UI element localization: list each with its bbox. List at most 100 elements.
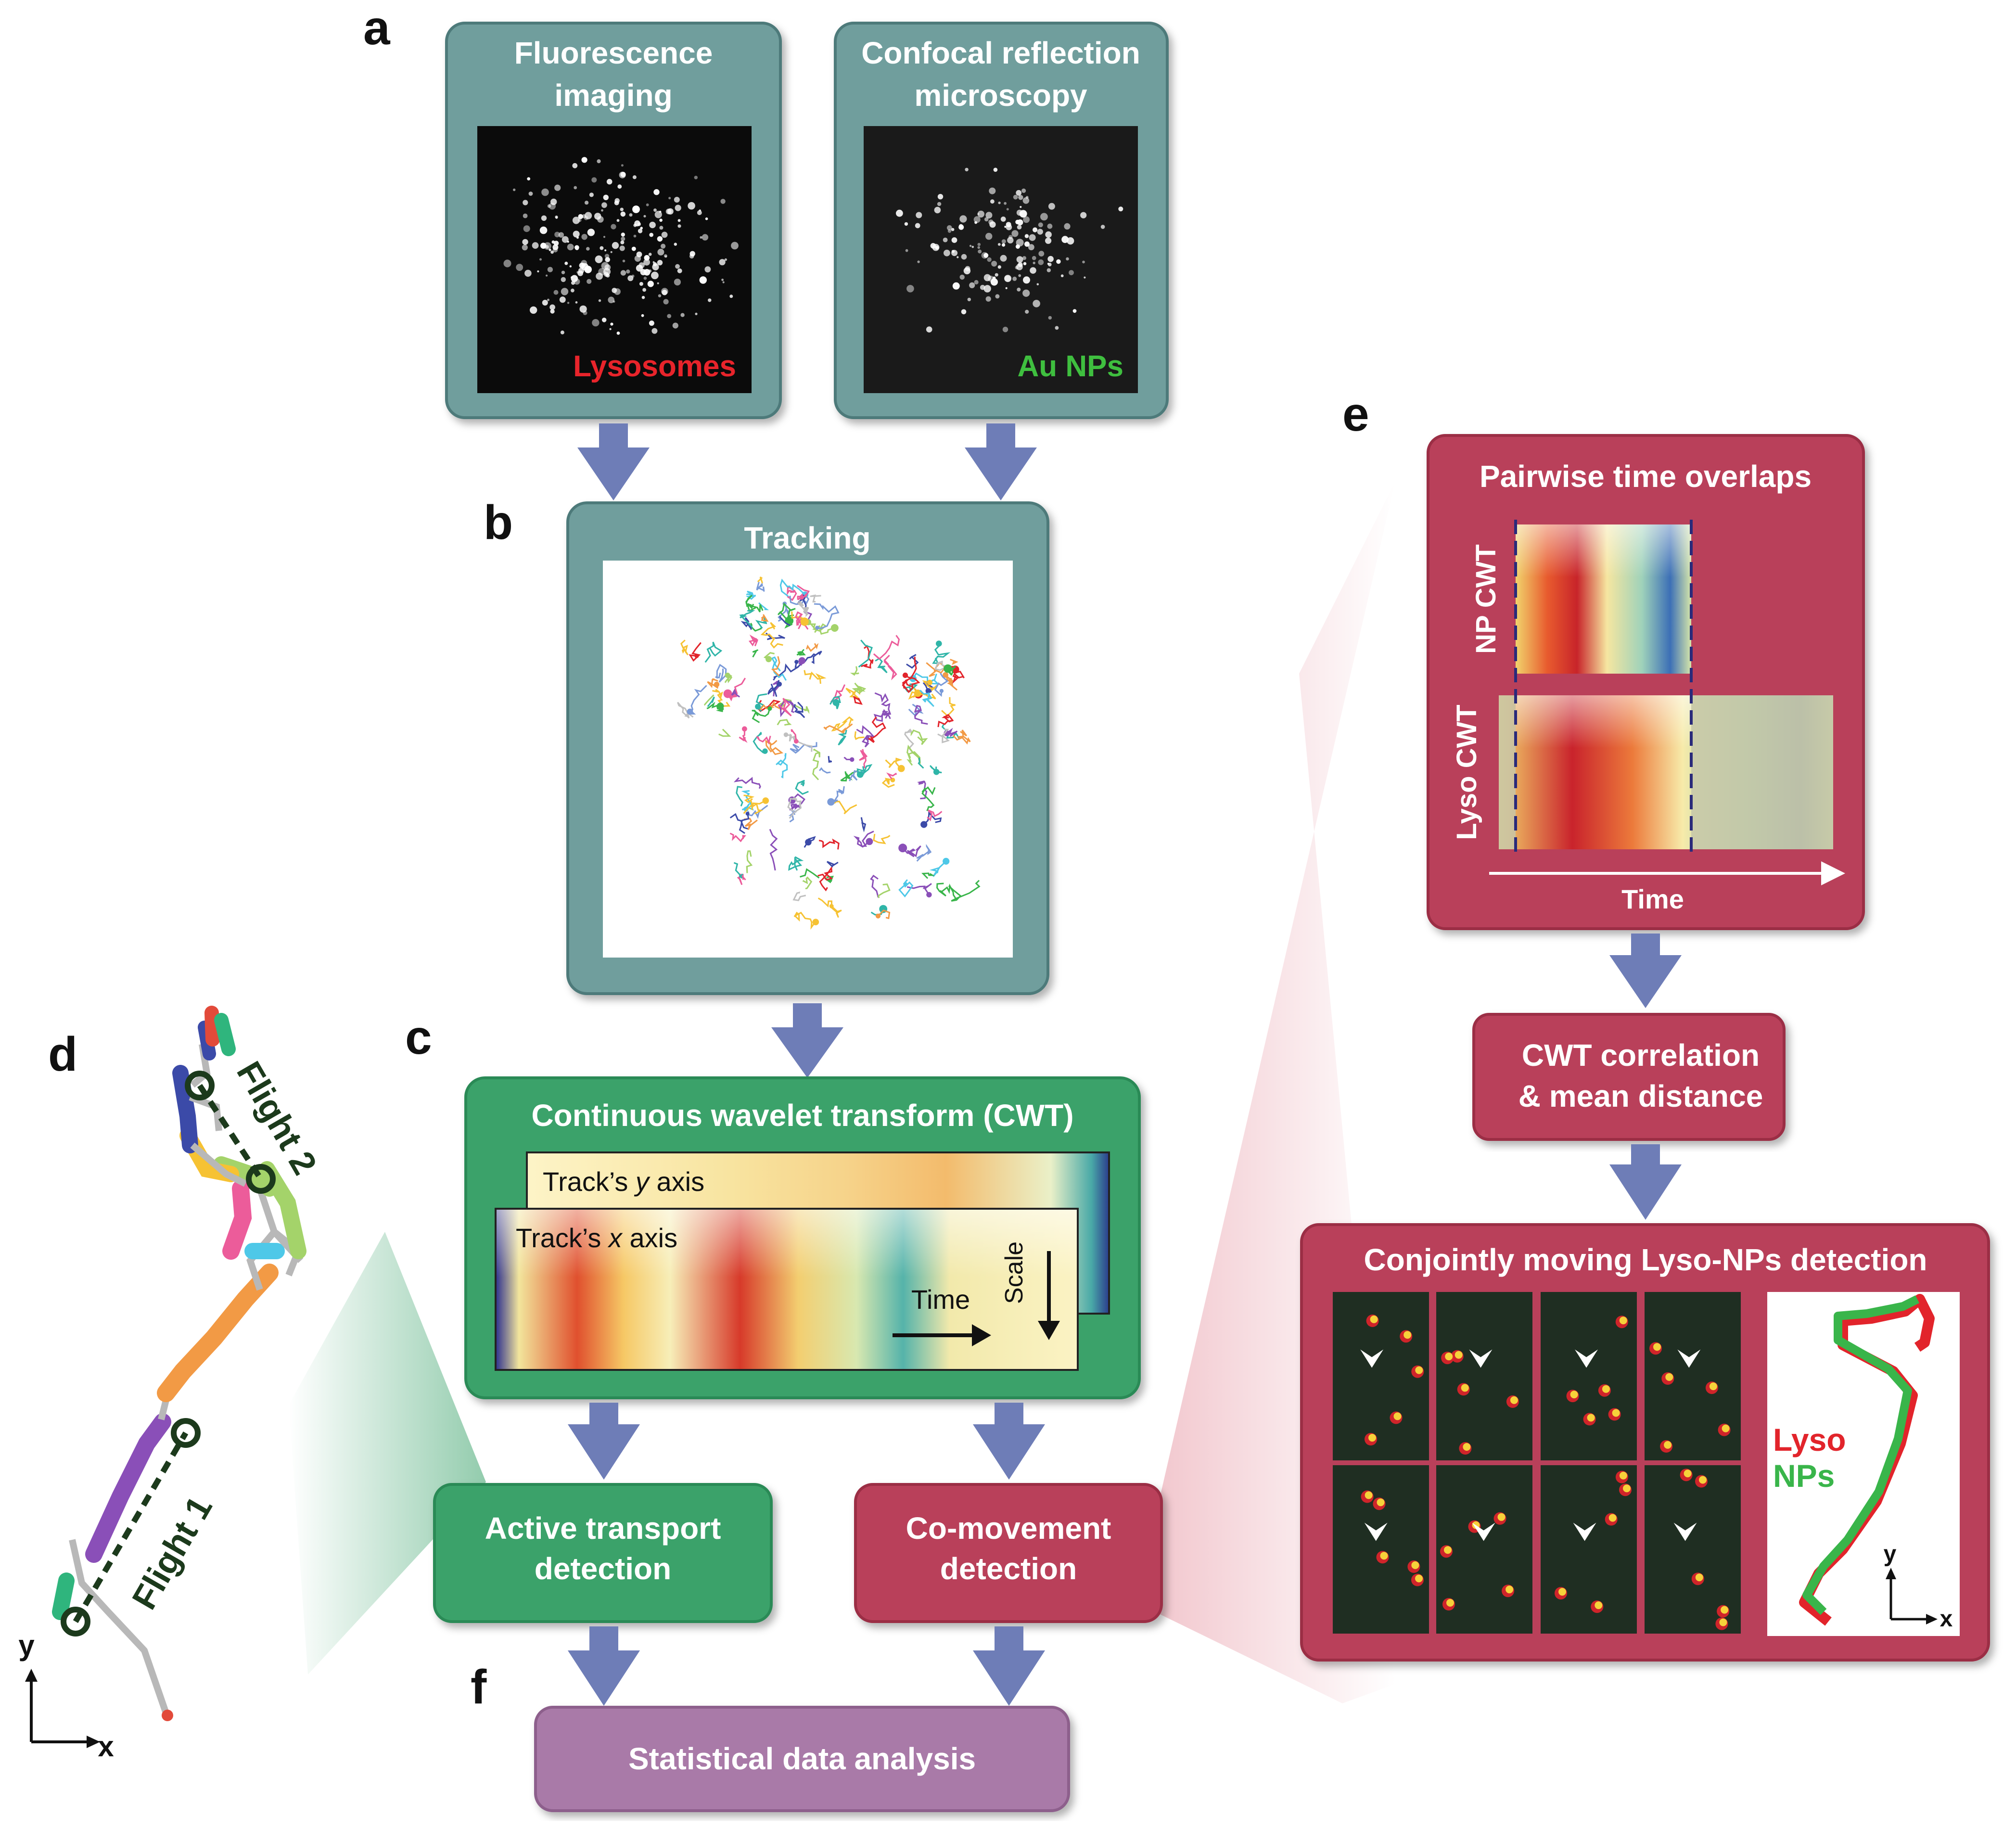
speckle <box>649 221 656 229</box>
track-line <box>883 654 897 680</box>
track-line <box>776 753 788 779</box>
speckle <box>983 285 991 293</box>
speckle <box>503 259 511 268</box>
speckle <box>985 212 993 219</box>
track-endpoint <box>936 640 942 647</box>
speckle <box>977 210 985 218</box>
speckle <box>967 297 971 302</box>
speckle <box>672 322 678 329</box>
speckle <box>959 274 965 280</box>
speckle <box>932 243 940 251</box>
speckle <box>694 176 698 179</box>
speckle <box>689 251 695 256</box>
lyso-cwt-label: Lyso CWT <box>1451 704 1482 840</box>
speckle <box>1060 274 1064 278</box>
speckle <box>731 242 739 250</box>
track-line <box>771 656 787 681</box>
track-line <box>788 856 804 871</box>
speckle <box>537 270 539 273</box>
speckle <box>674 279 681 286</box>
speckle <box>1017 287 1021 292</box>
track-line <box>923 811 942 825</box>
speckle <box>937 194 944 200</box>
track-line <box>937 714 954 728</box>
track-line <box>757 576 763 584</box>
speckle <box>1033 300 1040 307</box>
speckle <box>977 213 980 215</box>
panel-letter-f: f <box>471 1660 487 1714</box>
speckle <box>720 199 726 204</box>
np-spot <box>1380 1552 1388 1560</box>
speckle <box>643 259 650 266</box>
track-line <box>902 845 921 857</box>
track-line <box>834 801 857 815</box>
speckle <box>1056 259 1061 264</box>
speckle <box>620 211 626 217</box>
speckle <box>652 261 655 264</box>
track-endpoint <box>694 653 699 658</box>
speckle <box>989 187 996 194</box>
track-line <box>712 689 731 707</box>
track-line <box>877 909 891 920</box>
active-transport-box <box>433 1483 773 1623</box>
speckle <box>547 298 549 301</box>
speckle <box>729 294 733 298</box>
detection-tile <box>1333 1292 1429 1460</box>
speckle <box>1045 237 1052 244</box>
track-line <box>873 635 900 660</box>
speckle <box>653 208 657 212</box>
track-line <box>778 699 795 717</box>
speckle <box>559 296 566 303</box>
speckle <box>997 265 1001 269</box>
trajectory-overlay-panel <box>1767 1292 1960 1636</box>
np-spot <box>1446 1599 1454 1607</box>
np-spot <box>1665 1373 1673 1381</box>
track-endpoint <box>914 690 922 697</box>
speckle <box>610 251 612 253</box>
speckle <box>643 215 646 217</box>
speckle <box>597 216 604 223</box>
speckle <box>674 197 680 203</box>
np-spot <box>1619 1471 1627 1480</box>
speckle <box>541 215 547 221</box>
speckle <box>926 326 932 332</box>
speckle <box>541 188 549 196</box>
track-line <box>739 610 755 628</box>
speckle <box>995 273 998 277</box>
track-endpoint <box>920 821 928 828</box>
track-line <box>771 656 780 677</box>
speckle <box>553 290 559 295</box>
speckle <box>705 217 708 220</box>
speckle <box>1048 316 1052 320</box>
speckle <box>579 305 587 313</box>
track-line <box>917 780 928 800</box>
au-nps-label: Au NPs <box>1018 350 1123 383</box>
speckle <box>616 219 620 222</box>
track-line <box>916 844 932 862</box>
track-line <box>858 639 873 668</box>
track-line <box>761 614 769 622</box>
speckle <box>997 243 1001 246</box>
speckle <box>724 258 727 261</box>
speckle <box>546 274 548 277</box>
track-line <box>914 704 928 725</box>
speckle <box>1038 222 1043 228</box>
np-spot <box>1595 1601 1603 1610</box>
track-line <box>852 682 867 694</box>
speckle <box>957 256 959 258</box>
speckle <box>1038 251 1045 257</box>
speckle <box>661 288 668 295</box>
np-spot <box>1684 1470 1692 1478</box>
speckle <box>977 246 980 249</box>
speckle <box>530 306 537 314</box>
speckle <box>1008 235 1013 239</box>
speckle <box>695 312 698 316</box>
track-line <box>743 818 758 830</box>
speckle <box>657 260 663 266</box>
speckle <box>677 224 681 228</box>
track-line <box>781 698 810 714</box>
track-line <box>910 729 928 745</box>
speckle <box>965 167 969 172</box>
flight-1-label: Flight 1 <box>125 1490 220 1616</box>
speckle <box>587 279 592 284</box>
